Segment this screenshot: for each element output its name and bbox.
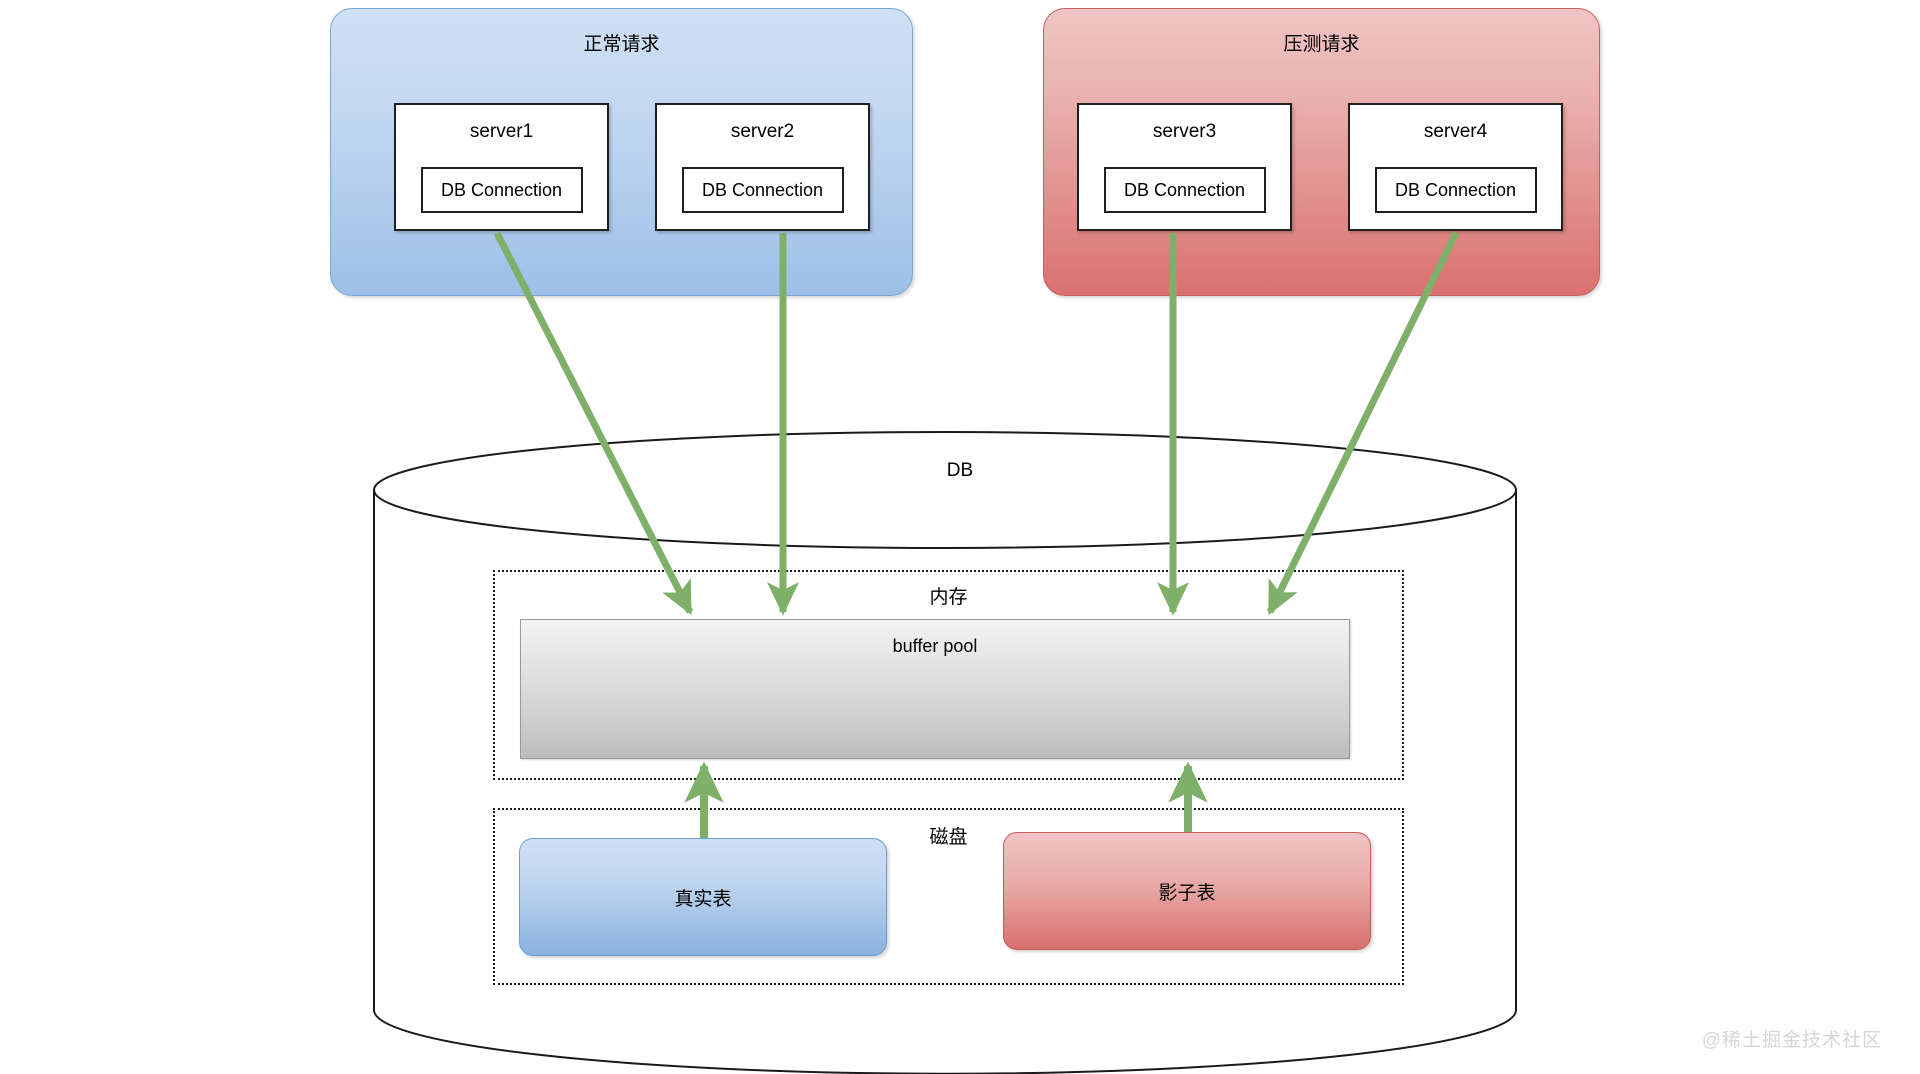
server-name-label: server2 — [730, 121, 795, 142]
db-connection-box[interactable]: DB Connection — [1374, 167, 1537, 213]
server-box-server3[interactable]: server3 DB Connection — [1077, 103, 1292, 231]
real-table-box[interactable]: 真实表 — [519, 838, 887, 956]
server-name-label: server4 — [1423, 121, 1488, 142]
db-label: DB — [946, 460, 974, 481]
server-box-server4[interactable]: server4 DB Connection — [1348, 103, 1563, 231]
server-box-server2[interactable]: server2 DB Connection — [655, 103, 870, 231]
memory-region: 内存 — [493, 570, 1404, 780]
disk-label: 磁盘 — [929, 827, 968, 848]
db-connection-box[interactable]: DB Connection — [681, 167, 844, 213]
server-box-server1[interactable]: server1 DB Connection — [394, 103, 609, 231]
db-connection-box[interactable]: DB Connection — [1103, 167, 1266, 213]
server-name-label: server3 — [1152, 121, 1217, 142]
watermark: @稀土掘金技术社区 — [1701, 1030, 1882, 1051]
memory-label: 内存 — [929, 587, 968, 608]
normal-request-title: 正常请求 — [583, 34, 660, 55]
buffer-pool-label: buffer pool — [892, 636, 978, 656]
server-name-label: server1 — [469, 121, 534, 142]
buffer-pool-box: buffer pool — [520, 619, 1350, 759]
db-cylinder-top — [373, 431, 1517, 549]
db-connection-box[interactable]: DB Connection — [420, 167, 583, 213]
disk-region: 磁盘 — [493, 808, 1404, 985]
shadow-table-box[interactable]: 影子表 — [1003, 832, 1371, 950]
stress-request-title: 压测请求 — [1283, 34, 1360, 55]
